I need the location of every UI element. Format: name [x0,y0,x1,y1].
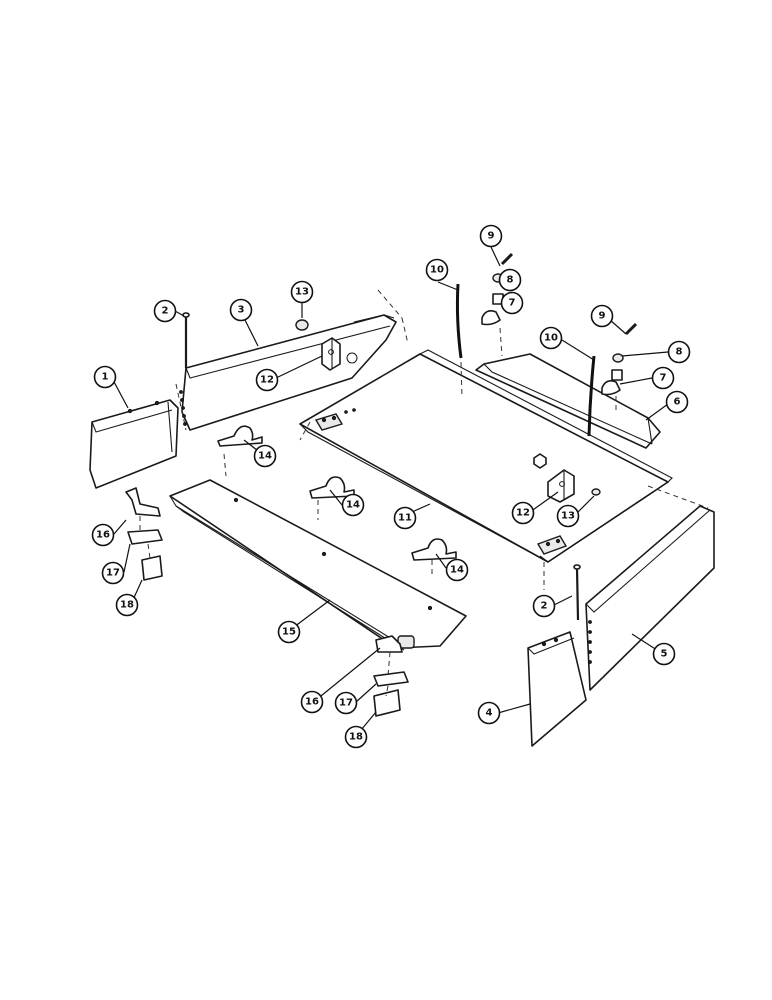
svg-text:2: 2 [541,601,548,612]
callout-7: 7 [500,291,524,315]
callout-17: 17 [334,691,358,715]
part-5-hole-row [588,620,592,664]
callout-11: 11 [393,506,417,530]
part-2-bolt-left [182,312,190,368]
svg-text:7: 7 [509,298,516,309]
svg-text:10: 10 [544,333,558,344]
part-14-clamp-center [309,476,355,499]
svg-text:2: 2 [162,306,169,317]
part-18-block-lower [373,689,401,717]
svg-text:8: 8 [507,275,514,286]
part-13-nut-right [533,453,601,496]
callout-1: 1 [93,365,117,389]
part-3-hole-row [179,390,187,426]
svg-text:14: 14 [258,451,272,462]
callout-13: 13 [556,504,580,528]
part-10-strap-left [455,283,463,399]
callouts: 1 2 3 13 12 14 16 17 18 14 14 15 16 17 1… [91,224,691,749]
floor-pan-mount-left [314,413,344,431]
callout-9: 9 [479,224,503,248]
part-16-bracket-left [125,487,161,517]
part-12-bracket-left [321,337,341,371]
callout-8: 8 [498,268,522,292]
callout-18: 18 [115,593,139,617]
svg-text:10: 10 [430,265,444,276]
svg-text:16: 16 [305,697,319,708]
part-14-clamp-lower [411,538,457,561]
callout-2: 2 [532,594,556,618]
svg-text:5: 5 [661,649,668,660]
svg-text:14: 14 [450,565,464,576]
part-5-right-side-panel [585,505,715,691]
part-6-right-rear-panel [475,353,661,449]
part-17-plate-left [127,529,163,545]
fastener-stack-right [601,322,638,396]
svg-text:17: 17 [339,698,353,709]
part-2-bolt-right [573,564,581,621]
callout-4: 4 [477,701,501,725]
callout-8: 8 [667,340,691,364]
callout-15: 15 [277,620,301,644]
part-3-left-side-panel [175,314,397,431]
part-4-right-end-panel [527,631,587,747]
svg-text:7: 7 [660,373,667,384]
svg-text:4: 4 [486,708,493,719]
callout-14: 14 [445,558,469,582]
svg-text:11: 11 [398,513,412,524]
part-17-plate-lower [373,671,409,687]
callout-2: 2 [153,299,177,323]
callout-13: 13 [290,280,314,304]
svg-text:9: 9 [599,311,606,322]
callout-14: 14 [341,493,365,517]
svg-text:6: 6 [674,397,681,408]
callout-18: 18 [344,725,368,749]
floor-pan-mount-right [536,535,568,555]
svg-text:13: 13 [295,287,309,298]
callout-16: 16 [91,523,115,547]
svg-text:14: 14 [346,500,360,511]
callout-17: 17 [101,561,125,585]
part-15-front-step [169,479,467,651]
svg-text:8: 8 [676,347,683,358]
svg-text:16: 16 [96,530,110,541]
leader-lines [112,246,669,737]
svg-text:17: 17 [106,568,120,579]
callout-3: 3 [229,298,253,322]
svg-text:15: 15 [282,627,296,638]
svg-text:1: 1 [102,372,109,383]
svg-text:12: 12 [260,375,274,386]
callout-16: 16 [300,690,324,714]
callout-14: 14 [253,444,277,468]
callout-12: 12 [255,368,279,392]
svg-text:18: 18 [349,732,363,743]
callout-10: 10 [539,326,563,350]
svg-text:3: 3 [238,305,245,316]
callout-6: 6 [665,390,689,414]
callout-10: 10 [425,258,449,282]
svg-text:9: 9 [488,231,495,242]
callout-12: 12 [511,501,535,525]
part-18-block-left [141,555,163,581]
svg-text:18: 18 [120,600,134,611]
svg-text:13: 13 [561,511,575,522]
part-1-left-end-panel [89,399,179,489]
part-14-clamp-left [217,425,263,447]
callout-5: 5 [652,642,676,666]
callout-9: 9 [590,304,614,328]
part-10-strap-right [587,355,596,437]
assembly-lines [139,289,709,697]
svg-text:12: 12 [516,508,530,519]
part-13-nut-left [295,319,309,331]
callout-7: 7 [651,366,675,390]
